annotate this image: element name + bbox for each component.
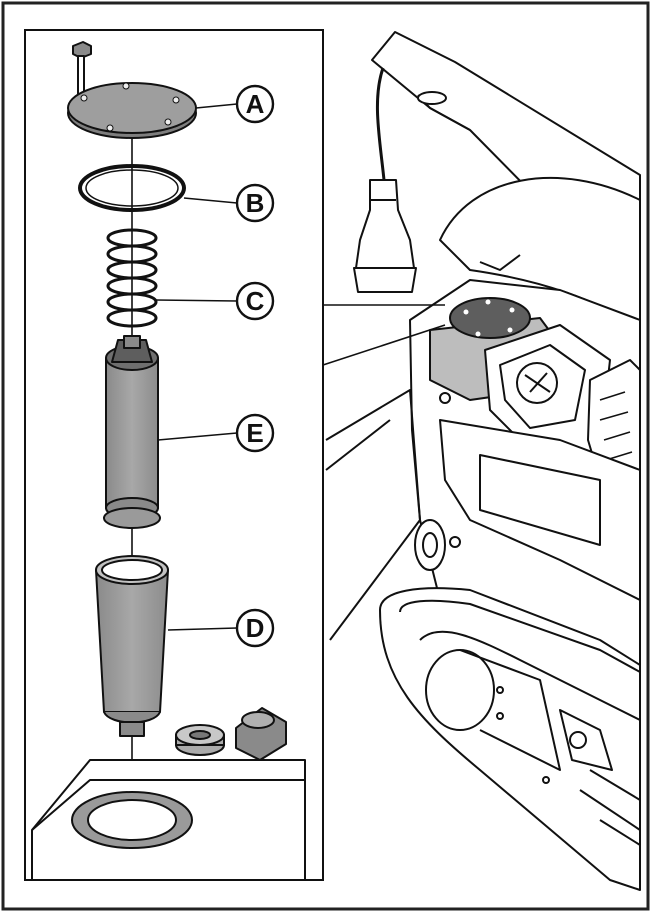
cable: [375, 67, 386, 181]
callout-label-d: D: [246, 613, 265, 643]
filter-cartridge: [103, 335, 161, 529]
cover-plate: [67, 82, 197, 139]
filter-housing: [95, 555, 169, 737]
callout-A: A: [235, 84, 275, 124]
side-panel: [439, 419, 641, 601]
callout-label-b: B: [246, 188, 265, 218]
plug-base: [353, 267, 417, 293]
exploded-view-panel: [24, 29, 324, 881]
filter-cap-highlight: [449, 297, 531, 339]
callout-label-a: A: [246, 89, 265, 119]
exploded-parts: [31, 41, 306, 881]
tank-top: [31, 707, 306, 881]
callout-B: B: [235, 183, 275, 223]
hood: [439, 176, 641, 331]
callout-C: C: [235, 281, 275, 321]
o-ring: [78, 164, 186, 212]
spring: [106, 228, 158, 328]
brush-motor: [425, 649, 495, 731]
machine-illustration: [325, 31, 641, 891]
callout-D: D: [235, 608, 275, 648]
callout-E: E: [235, 413, 275, 453]
callout-leaders: [155, 103, 238, 631]
callout-label-e: E: [246, 418, 263, 448]
handle-knob: [417, 91, 447, 105]
detail-leader-bottom: [322, 324, 446, 366]
callout-label-c: C: [246, 286, 265, 316]
